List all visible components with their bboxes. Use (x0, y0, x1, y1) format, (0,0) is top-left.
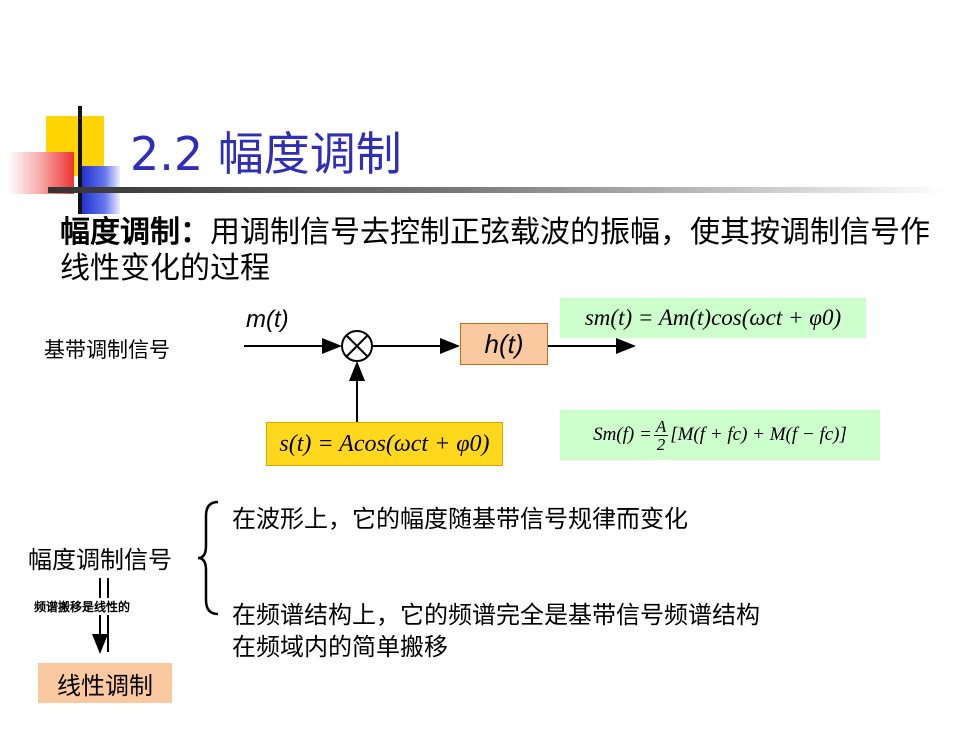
definition-paragraph: 幅度调制：用调制信号去控制正弦载波的振幅，使其按调制信号作线性变化的过程 (60, 215, 950, 287)
spectrum-formula-box: Sm(f) = A 2 [M(f + fc) + M(f − fc)] (560, 410, 880, 460)
carrier-formula: s(t) = Acos(ωct + φ0) (279, 430, 490, 457)
title-text: 幅度调制 (217, 127, 402, 181)
linear-modulation-box: 线性调制 (38, 663, 172, 703)
filter-block: h(t) (460, 323, 548, 365)
output-formula: sm(t) = Am(t)cos(ωct + φ0) (584, 305, 842, 330)
m-t-label: m(t) (246, 306, 289, 333)
title-divider (48, 187, 948, 193)
fraction-numerator: A (653, 416, 669, 436)
linear-shift-note: 频谱搬移是线性的 (34, 598, 131, 615)
input-signal-label: 基带调制信号 (44, 338, 170, 362)
output-formula-box: sm(t) = Am(t)cos(ωct + φ0) (560, 298, 866, 338)
page-title: 2.2 幅度调制 (130, 118, 402, 184)
property-spectrum-line2: 在频域内的简单搬移 (232, 633, 448, 661)
carrier-formula-box: s(t) = Acos(ωct + φ0) (266, 422, 503, 466)
fraction-denominator: 2 (656, 434, 666, 454)
spectrum-rhs: [M(f + fc) + M(f − fc)] (670, 424, 847, 445)
spectrum-lhs: Sm(f) = (593, 424, 652, 445)
multiplier-cross-b (345, 334, 369, 358)
decor-vertical-line (78, 106, 82, 214)
definition-body: 用调制信号去控制正弦载波的振幅，使其按调制信号作线性变化的过程 (60, 215, 930, 286)
linear-modulation-label: 线性调制 (57, 671, 153, 700)
property-waveform: 在波形上，它的幅度随基带信号规律而变化 (232, 505, 688, 533)
title-number: 2.2 (130, 127, 204, 181)
property-spectrum-line1: 在频谱结构上，它的频谱完全是基带信号频谱结构 (232, 601, 760, 629)
curly-brace (197, 500, 219, 616)
filter-label: h(t) (484, 328, 524, 359)
definition-term: 幅度调制： (60, 215, 210, 250)
am-signal-label: 幅度调制信号 (28, 546, 172, 574)
spectrum-fraction: A 2 (653, 416, 669, 454)
